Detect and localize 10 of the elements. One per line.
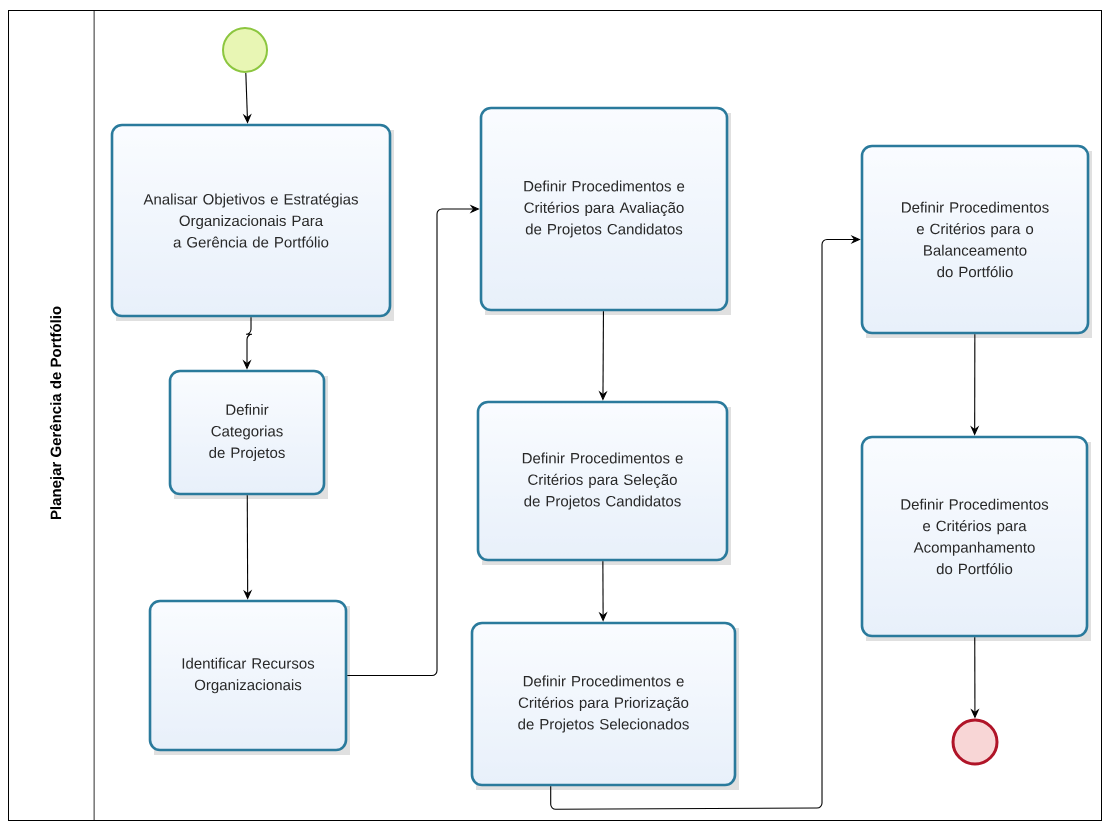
task-box: Definir Procedimentos e Critérios para o Balanceamento do Portfólio <box>860 144 1092 338</box>
task-box: Definir Categorias de Projetos <box>168 369 328 499</box>
task-box: Identificar Recursos Organizacionais <box>148 599 350 755</box>
task-box: Definir Procedimentos e Critérios para Seleção de Projetos Candidatos <box>476 400 731 565</box>
task-box: Definir Procedimentos e Critérios para Priorização de Projetos Selecionados <box>470 621 739 790</box>
task-box: Definir Procedimentos e Critérios para Avaliação de Projetos Candidatos <box>479 106 731 315</box>
task-box: Definir Procedimentos e Critérios para Acompanhamento do Portfólio <box>860 435 1091 641</box>
task-box: Analisar Objetivos e Estratégias Organizacionais Para a Gerência de Portfólio <box>110 123 394 321</box>
start-event-circle <box>222 27 268 73</box>
end-event-circle <box>951 718 999 766</box>
